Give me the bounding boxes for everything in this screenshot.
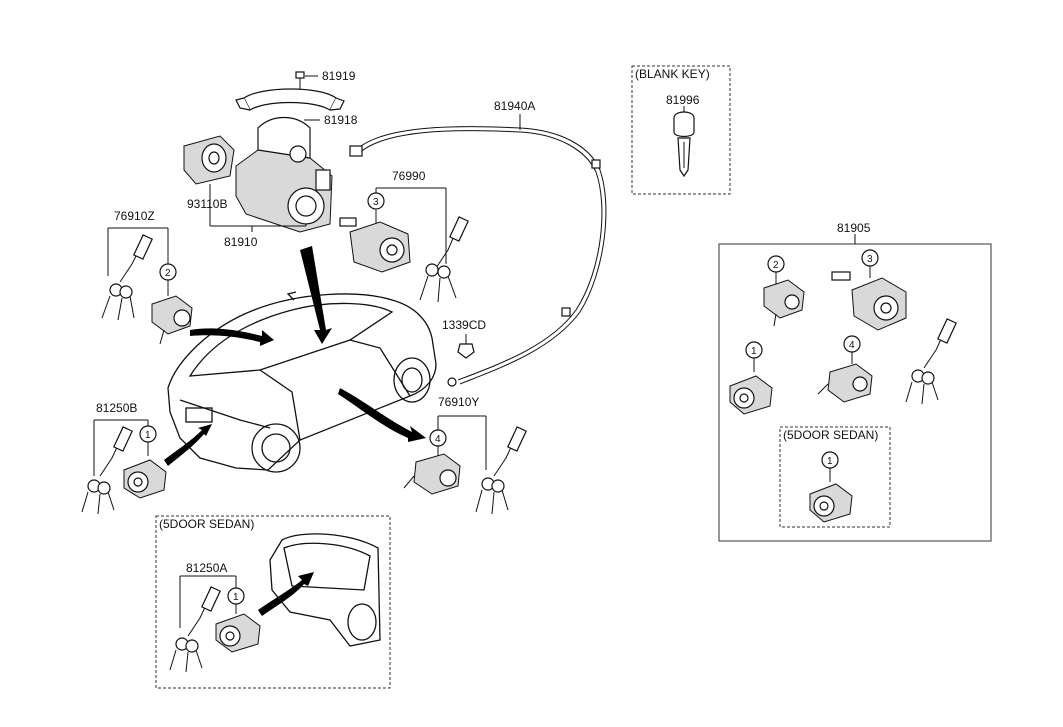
sedan-car [167, 291, 437, 473]
callout-3-text-b: 3 [867, 254, 873, 265]
hatch-lock-part [809, 451, 853, 523]
label-81250B: 81250B [96, 401, 137, 415]
label-81919: 81919 [322, 69, 356, 83]
lock-set-parts [729, 249, 957, 415]
pointer-arrows [164, 246, 426, 616]
trunk-lock-81250A [169, 533, 381, 673]
door-lock-76910Y [403, 415, 527, 515]
ignition-set-76990 [339, 187, 469, 303]
callout-3-text: 3 [373, 197, 379, 208]
box-blank-key-title: (BLANK KEY) [635, 67, 710, 81]
label-76910Z: 76910Z [114, 209, 155, 223]
steering-lock-assembly [183, 71, 345, 233]
clip-1339CD [457, 334, 475, 359]
callout-1-text-b: 1 [233, 592, 239, 603]
box-blank-key [631, 65, 731, 195]
label-81996: 81996 [666, 93, 700, 107]
label-81250A: 81250A [186, 561, 227, 575]
callout-2-text: 2 [165, 268, 171, 279]
label-81918: 81918 [324, 113, 358, 127]
callout-1-text-d: 1 [827, 456, 833, 467]
label-76990: 76990 [392, 169, 426, 183]
label-1339CD: 1339CD [442, 318, 486, 332]
door-lock-76910Z [101, 227, 193, 345]
box-5door-sedan-right-title: (5DOOR SEDAN) [783, 428, 878, 442]
callout-2-text-b: 2 [773, 260, 779, 271]
label-93110B: 93110B [187, 197, 227, 211]
label-81910: 81910 [224, 235, 258, 249]
box-5door-sedan-left-title: (5DOOR SEDAN) [159, 517, 254, 531]
box-5door-sedan-right [779, 426, 891, 528]
box-5door-sedan-left [155, 515, 391, 689]
callout-1-text-c: 1 [751, 346, 757, 357]
label-81905: 81905 [837, 221, 871, 235]
blank-key-81996 [673, 106, 695, 178]
trunk-lock-81250B [81, 419, 167, 515]
callout-4-text-b: 4 [849, 340, 855, 351]
callout-3 [367, 192, 385, 210]
callout-1-text-a: 1 [145, 430, 151, 441]
label-81940A: 81940A [494, 99, 535, 113]
callout-4-text: 4 [435, 434, 441, 445]
release-cable [349, 114, 607, 387]
label-76910Y: 76910Y [438, 395, 479, 409]
